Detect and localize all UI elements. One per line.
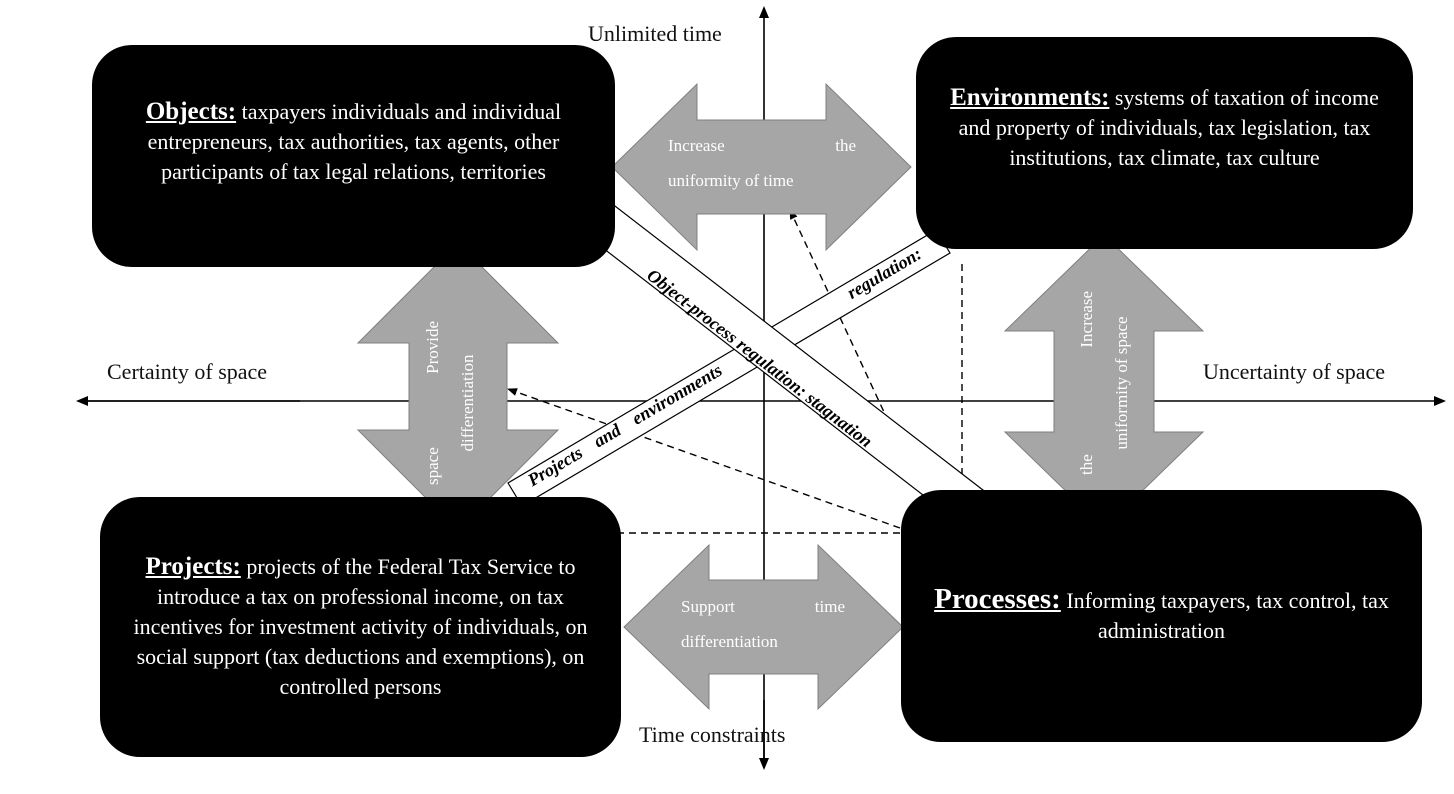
axis-label-uncertainty-of-space: Uncertainty of space xyxy=(1203,359,1386,384)
bottom-arrow-text-2: time xyxy=(814,597,845,616)
bottom-arrow-text-3: differentiation xyxy=(681,632,778,651)
dashed-link-processes-to-provide-space xyxy=(507,388,901,529)
axis-label-certainty-of-space: Certainty of space xyxy=(107,359,268,384)
right-arrow-text-2: Increase xyxy=(1077,291,1096,348)
environments-title: Environments: xyxy=(950,84,1110,111)
projects-description: projects of the Federal Tax Service to i… xyxy=(133,554,588,699)
right-arrow-text-3: uniformity of space xyxy=(1112,316,1131,450)
right-arrow-text-1: the xyxy=(1077,454,1096,475)
objects-title: Objects: xyxy=(145,98,237,125)
top-arrow-text-2: the xyxy=(835,136,856,155)
axis-label-time-constraints: Time constraints xyxy=(639,722,786,747)
bottom-arrow-text-1: Support xyxy=(681,597,735,616)
objects-description: taxpayers individuals and individual ent… xyxy=(147,99,562,184)
left-arrow-text-3: differentiation xyxy=(458,354,477,452)
objects-box: Objects: taxpayers individuals and indiv… xyxy=(92,45,615,267)
right-arrow-text: the Increase uniformity of space xyxy=(1069,291,1139,475)
top-arrow-text-3: uniformity of time xyxy=(668,171,794,190)
left-arrow-text-2: Provide xyxy=(423,321,442,374)
environments-description: systems of taxation of income and proper… xyxy=(958,85,1379,170)
top-arrow-text-1: Increase xyxy=(668,136,725,155)
projects-title: Projects: xyxy=(145,553,241,580)
bottom-arrow-text: Support time differentiation xyxy=(681,589,845,659)
environments-box: Environments: systems of taxation of inc… xyxy=(916,37,1413,249)
processes-description: Informing taxpayers, tax control, tax ad… xyxy=(1066,588,1389,643)
left-arrow-text-1: space xyxy=(423,447,442,485)
projects-box: Projects: projects of the Federal Tax Se… xyxy=(100,497,621,757)
top-arrow-text: Increase the uniformity of time xyxy=(668,128,856,198)
processes-title: Processes: xyxy=(934,583,1061,615)
axis-label-unlimited-time: Unlimited time xyxy=(588,21,722,46)
left-arrow-text: space Provide differentiation xyxy=(415,321,485,485)
processes-box: Processes: Informing taxpayers, tax cont… xyxy=(901,490,1422,742)
top-double-arrow xyxy=(611,82,912,252)
